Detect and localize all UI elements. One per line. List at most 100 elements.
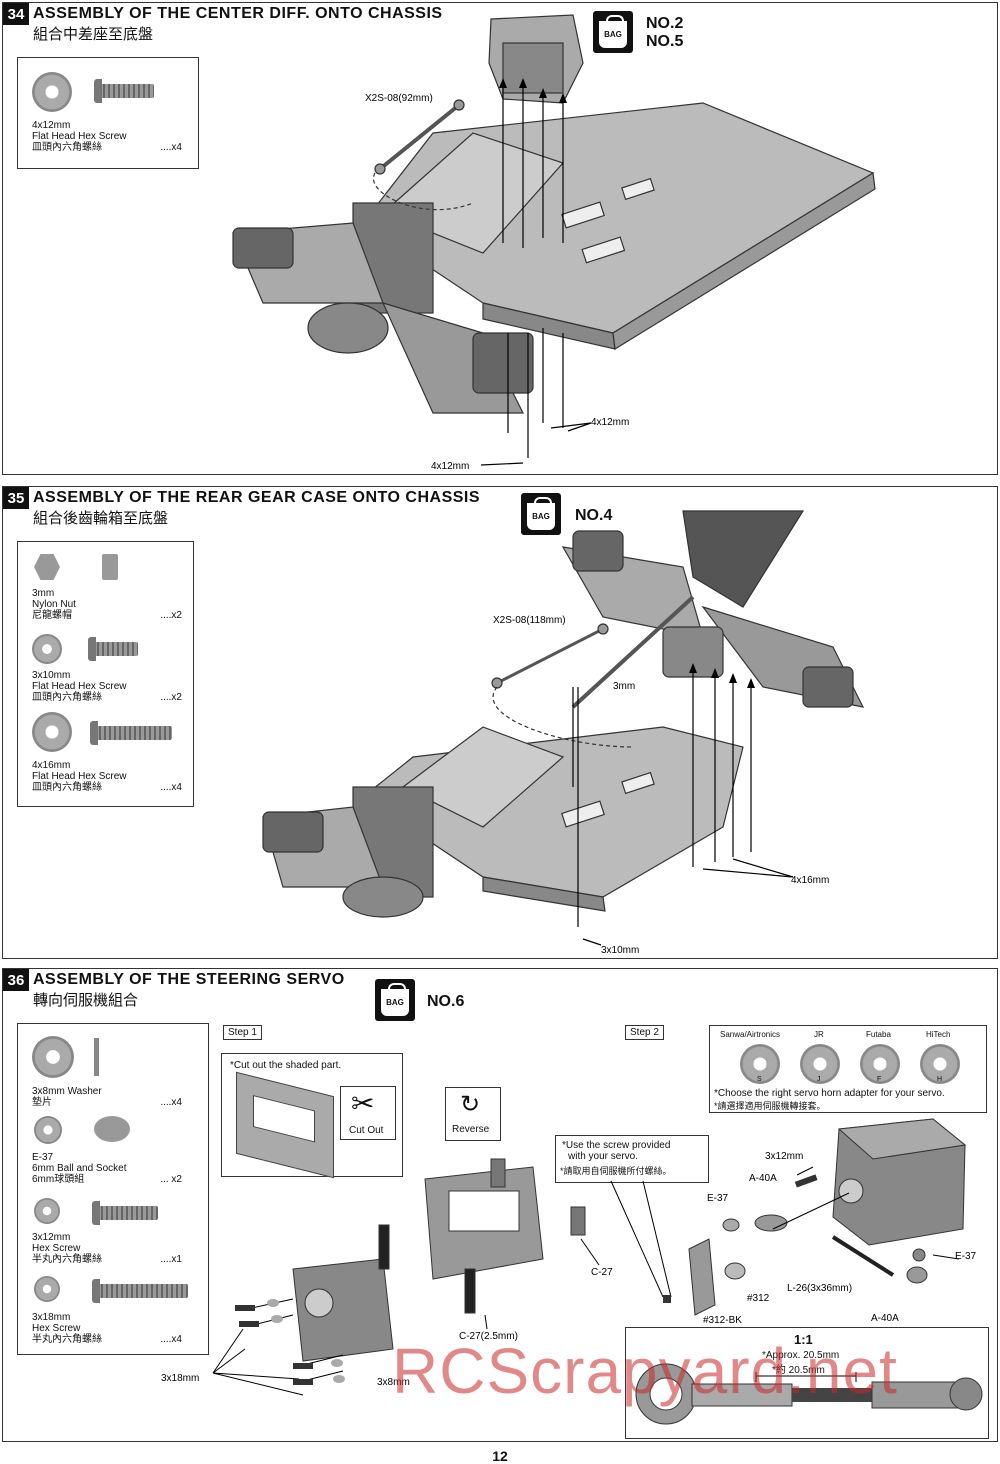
step-title: ASSEMBLY OF THE CENTER DIFF. ONTO CHASSI… bbox=[33, 5, 443, 22]
part-item: 3mm Nylon Nut 尼龍螺帽 ....x2 bbox=[32, 588, 182, 621]
washer-icon bbox=[32, 634, 62, 664]
horn-letter-s: S bbox=[757, 1076, 762, 1083]
bag-number-1: NO.2 bbox=[646, 15, 684, 32]
turnbuckle-drawing bbox=[635, 1363, 983, 1425]
cut-note: *Cut out the shaded part. bbox=[230, 1060, 342, 1071]
approx-note: *Approx. 20.5mm bbox=[762, 1350, 840, 1361]
screw-note-box: *Use the screw provided with your servo.… bbox=[555, 1135, 709, 1183]
part-item: 4x12mm Flat Head Hex Screw 皿頭內六角螺絲 ....x… bbox=[32, 120, 182, 153]
callout-a40a-top: A-40A bbox=[749, 1173, 777, 1184]
horn-adapter-j-icon bbox=[800, 1044, 840, 1084]
callout-screw-right: 4x16mm bbox=[791, 875, 829, 886]
scissors-icon: ✂ bbox=[351, 1088, 375, 1119]
part-item: E-37 6mm Ball and Socket 6mm球頭組 ... x2 bbox=[32, 1152, 182, 1185]
part-item: 4x16mm Flat Head Hex Screw 皿頭內六角螺絲 ....x… bbox=[32, 760, 182, 793]
bag-icon: BAG bbox=[521, 493, 561, 535]
servo-step1-diagram: C-27 C-27(2.5mm) 3x18mm 3x8mm bbox=[161, 1158, 613, 1396]
part-name: Flat Head Hex Screw bbox=[32, 681, 127, 692]
callout-nut: 3mm bbox=[613, 681, 635, 692]
cut-out-box: ✂ Cut Out bbox=[340, 1086, 396, 1140]
socket-icon bbox=[94, 1116, 130, 1142]
bag-icon-label: BAG bbox=[599, 15, 627, 48]
part-name-chinese: 皿頭內六角螺絲 bbox=[32, 142, 102, 153]
parts-list: 3mm Nylon Nut 尼龍螺帽 ....x2 3x10mm Flat He… bbox=[17, 541, 194, 807]
reverse-label: Reverse bbox=[452, 1124, 490, 1135]
nut-side-icon bbox=[102, 554, 118, 580]
horn-letter-h: H bbox=[937, 1076, 943, 1083]
step-title-chinese: 組合後齒輪箱至底盤 bbox=[33, 510, 169, 527]
part-name: Nylon Nut bbox=[32, 599, 76, 610]
cut-out-label: Cut Out bbox=[349, 1125, 384, 1136]
callout-e37-right: E-37 bbox=[955, 1251, 977, 1262]
callout-e37-left: E-37 bbox=[707, 1193, 729, 1204]
bag-icon-label: BAG bbox=[381, 983, 409, 1016]
part-name-chinese: 半丸內六角螺絲 bbox=[32, 1334, 102, 1345]
step-number: 36 bbox=[3, 969, 29, 991]
brand-jr: JR bbox=[814, 1030, 824, 1039]
part-size: E-37 bbox=[32, 1152, 54, 1163]
part-name-chinese: 皿頭內六角螺絲 bbox=[32, 782, 102, 793]
bag-icon-label: BAG bbox=[527, 497, 555, 530]
part-name: Hex Screw bbox=[32, 1243, 81, 1254]
part-item: 3x10mm Flat Head Hex Screw 皿頭內六角螺絲 ....x… bbox=[32, 670, 182, 703]
callout-screw-3x18: 3x18mm bbox=[161, 1373, 199, 1384]
part-name-chinese: 尼龍螺帽 bbox=[32, 610, 72, 621]
part-size: 3x10mm bbox=[32, 670, 71, 681]
step-title: ASSEMBLY OF THE REAR GEAR CASE ONTO CHAS… bbox=[33, 489, 481, 506]
chassis-diagram: X2S-08(92mm) 4x12mm 4x12mm bbox=[232, 14, 876, 472]
screw-note-line1: *Use the screw provided bbox=[562, 1140, 671, 1151]
horn-letter-f: F bbox=[877, 1076, 882, 1083]
screw-icon bbox=[94, 79, 154, 103]
callout-l26: L-26(3x36mm) bbox=[787, 1283, 852, 1294]
part-quantity: ....x4 bbox=[160, 142, 182, 153]
step-number: 34 bbox=[3, 3, 29, 25]
part-size: 3x12mm bbox=[32, 1232, 71, 1243]
washer-icon bbox=[32, 72, 72, 112]
horn-adapter-f-icon bbox=[860, 1044, 900, 1084]
callout-driveshaft: X2S-08(118mm) bbox=[493, 615, 566, 626]
part-quantity: ....x4 bbox=[160, 1097, 182, 1108]
callout-312bk: #312-BK bbox=[703, 1315, 742, 1326]
step-number: 35 bbox=[3, 487, 29, 509]
callout-c27: C-27 bbox=[591, 1267, 613, 1278]
chassis-diagram: X2S-08(118mm) 3mm 4x16mm 3x10mm bbox=[262, 510, 865, 956]
part-item: 3x18mm Hex Screw 半丸內六角螺絲 ....x4 bbox=[32, 1312, 182, 1345]
horn-adapter-h-icon bbox=[920, 1044, 960, 1084]
washer-icon bbox=[32, 712, 72, 752]
part-size: 3mm bbox=[32, 588, 55, 599]
part-name: Washer bbox=[67, 1086, 102, 1097]
step-35-section: 35 ASSEMBLY OF THE REAR GEAR CASE ONTO C… bbox=[2, 486, 998, 959]
part-quantity: ....x4 bbox=[160, 1334, 182, 1345]
bag-icon: BAG bbox=[375, 979, 415, 1021]
reverse-arrow-icon: ↻ bbox=[460, 1091, 481, 1118]
step-36-section: 36 ASSEMBLY OF THE STEERING SERVO 轉向伺服機組… bbox=[2, 968, 998, 1442]
part-item: 3x12mm Hex Screw 半丸內六角螺絲 ....x1 bbox=[32, 1232, 182, 1265]
screw-icon bbox=[90, 721, 172, 745]
washer-icon bbox=[34, 1276, 60, 1302]
horn-note-chinese: *請選擇適用伺服機轉接套。 bbox=[714, 1101, 826, 1111]
part-name-chinese: 6mm球頭組 bbox=[32, 1174, 85, 1185]
part-name-chinese: 墊片 bbox=[32, 1097, 52, 1108]
screw-note-chinese: *請取用自伺服機所付螺絲。 bbox=[560, 1166, 672, 1176]
brand-sanwa: Sanwa/Airtronics bbox=[720, 1030, 781, 1039]
callout-screw-right: 4x12mm bbox=[591, 417, 629, 428]
callout-c27-spacer: C-27(2.5mm) bbox=[459, 1331, 518, 1342]
parts-list: 3x8mm Washer 墊片 ....x4 E-37 6mm Ball and… bbox=[17, 1023, 209, 1355]
horn-adapter-s-icon bbox=[740, 1044, 780, 1084]
callout-driveshaft: X2S-08(92mm) bbox=[365, 93, 433, 104]
screw-icon bbox=[92, 1201, 158, 1225]
part-item: 3x8mm Washer 墊片 ....x4 bbox=[32, 1086, 182, 1108]
watermark: RCScrapyard.net bbox=[392, 1335, 898, 1407]
parts-list: 4x12mm Flat Head Hex Screw 皿頭內六角螺絲 ....x… bbox=[17, 57, 199, 169]
step-1-label: Step 1 bbox=[223, 1025, 262, 1040]
horn-adapter-box: Sanwa/Airtronics JR Futaba HiTech S J F … bbox=[709, 1025, 987, 1113]
callout-screw-bottom: 3x10mm bbox=[601, 945, 639, 956]
part-quantity: ....x1 bbox=[160, 1254, 182, 1265]
bag-number: NO.6 bbox=[427, 993, 465, 1010]
part-size: 4x16mm bbox=[32, 760, 71, 771]
part-name: Hex Screw bbox=[32, 1323, 81, 1334]
part-name: 6mm Ball and Socket bbox=[32, 1163, 127, 1174]
step-title-chinese: 組合中差座至底盤 bbox=[33, 26, 154, 43]
part-size: 4x12mm bbox=[32, 120, 71, 131]
